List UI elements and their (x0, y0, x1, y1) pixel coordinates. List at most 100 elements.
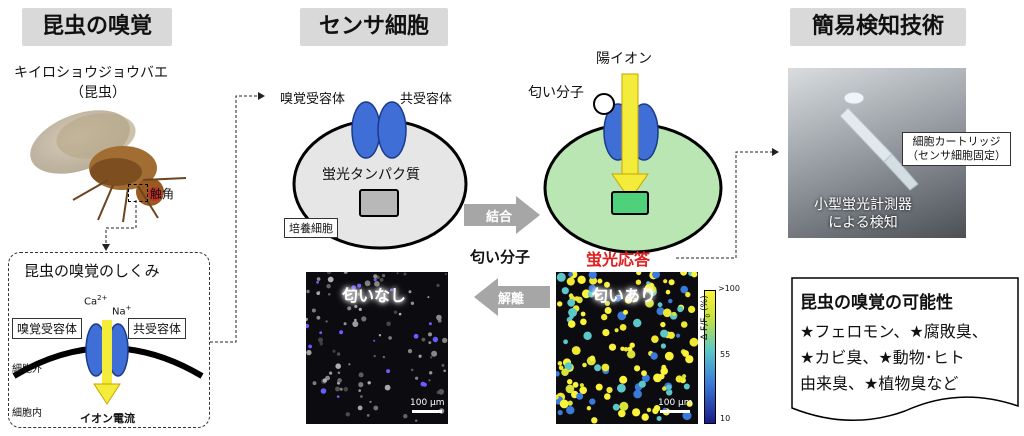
cell-dot (619, 324, 627, 331)
cell-dot (594, 293, 600, 298)
cell-dot (379, 278, 384, 282)
cell-dot (347, 306, 352, 311)
cell-dot (364, 280, 371, 287)
mechanism-box (8, 252, 210, 428)
cell-dot (641, 370, 647, 377)
cell-dot (662, 386, 667, 391)
inside-label: 細胞内 (12, 408, 42, 419)
cell-dot (619, 401, 629, 411)
cell-dot (624, 296, 632, 304)
cell-dot (373, 274, 378, 279)
cartridge-callout: 細胞カートリッジ （センサ細胞固定） (902, 132, 1011, 166)
device-photo (788, 68, 966, 238)
cell-dot (326, 269, 332, 275)
cell-dot (354, 304, 358, 309)
cell-dot (566, 277, 575, 286)
cell-dot (436, 314, 442, 321)
cell-dot (633, 318, 642, 328)
release-arrow (474, 278, 550, 316)
cell-dot (568, 272, 573, 277)
with-odor-label: 匂いあり (592, 286, 657, 305)
cell-dot (646, 407, 652, 413)
cell-dot (382, 355, 386, 359)
cell-dot (589, 355, 596, 362)
cell-dot (319, 341, 324, 346)
colorbar-label-sub: 0 (704, 313, 712, 318)
cultured-cell-label: 培養細胞 (284, 218, 338, 238)
cell-dot (662, 308, 672, 318)
cell-dot (568, 293, 574, 298)
cell-dot (577, 275, 586, 284)
cell-dot (579, 386, 587, 395)
cell-dot (627, 346, 633, 352)
cell-dot (407, 349, 413, 354)
cell-dot (343, 270, 348, 274)
antenna-label: 触角 (150, 187, 175, 201)
with-odor-scale-text: 100 µm (658, 398, 693, 408)
cell-dot (682, 350, 689, 357)
cell-dot (322, 378, 327, 383)
cell-dot (619, 375, 628, 384)
cell-dot (335, 386, 340, 392)
cell-dot (666, 389, 673, 396)
cell-dot (382, 274, 386, 278)
ion-na-text: Na (112, 306, 126, 318)
cell-dot (656, 307, 665, 316)
cell-dot (357, 405, 363, 411)
cell-dot (438, 388, 445, 395)
with-odor-scalebar (660, 410, 690, 413)
cell-dot (430, 356, 433, 359)
cell-dot (308, 344, 312, 349)
cell-dot (676, 333, 681, 338)
cell-dot (656, 416, 662, 421)
colorbar (704, 290, 716, 424)
cell-dot (358, 307, 362, 311)
cell-dot (558, 365, 564, 371)
cell-dot (374, 281, 380, 287)
cell-dot (660, 329, 669, 338)
meter-line1: 小型蛍光計測器 (814, 197, 912, 213)
cell-dot (597, 278, 603, 284)
cell-dot (358, 382, 364, 388)
antenna-marker (128, 184, 148, 202)
cell-dot (601, 313, 608, 321)
cell-dot (418, 354, 422, 358)
cell-dot (386, 321, 391, 327)
cell-dot (328, 293, 331, 296)
cell-dot (563, 339, 568, 345)
bind-arrow (464, 196, 540, 234)
cell-dot (617, 383, 626, 393)
cell-dot (345, 412, 350, 417)
cell-dot (614, 328, 619, 333)
cell-dot (326, 284, 331, 289)
fluorescent-protein-label: 蛍光タンパク質 (322, 167, 420, 183)
cell-dot (620, 346, 625, 351)
cell-dot (567, 298, 576, 307)
cell-dot (373, 354, 376, 358)
cell-dot (336, 395, 340, 398)
cell-dot (666, 384, 672, 390)
cell-dot (668, 298, 673, 304)
cell-dot (339, 387, 343, 391)
cell-dot (429, 371, 433, 375)
cell-dot (604, 393, 611, 400)
cell-dot (428, 322, 432, 326)
cell-dot (403, 414, 408, 419)
cell-dot (580, 318, 587, 326)
fluorescent-response-label: 蛍光応答 (586, 250, 651, 269)
cell-dot (386, 369, 391, 374)
cell-dot (556, 272, 566, 282)
cell-dot (415, 376, 419, 380)
cell-dot (304, 317, 308, 321)
cell-dot (442, 337, 448, 344)
cell-dot (413, 333, 419, 339)
cell-dot (652, 270, 661, 279)
cell-dot (316, 277, 321, 281)
release-label: 解離 (498, 292, 525, 307)
sensor-co-receptor-label: 共受容体 (400, 92, 453, 107)
cell-dot (343, 386, 349, 392)
no-odor-scalebar (412, 410, 442, 413)
cell-dot (316, 315, 321, 320)
cell-dot (569, 314, 574, 320)
cell-dot (685, 291, 691, 298)
